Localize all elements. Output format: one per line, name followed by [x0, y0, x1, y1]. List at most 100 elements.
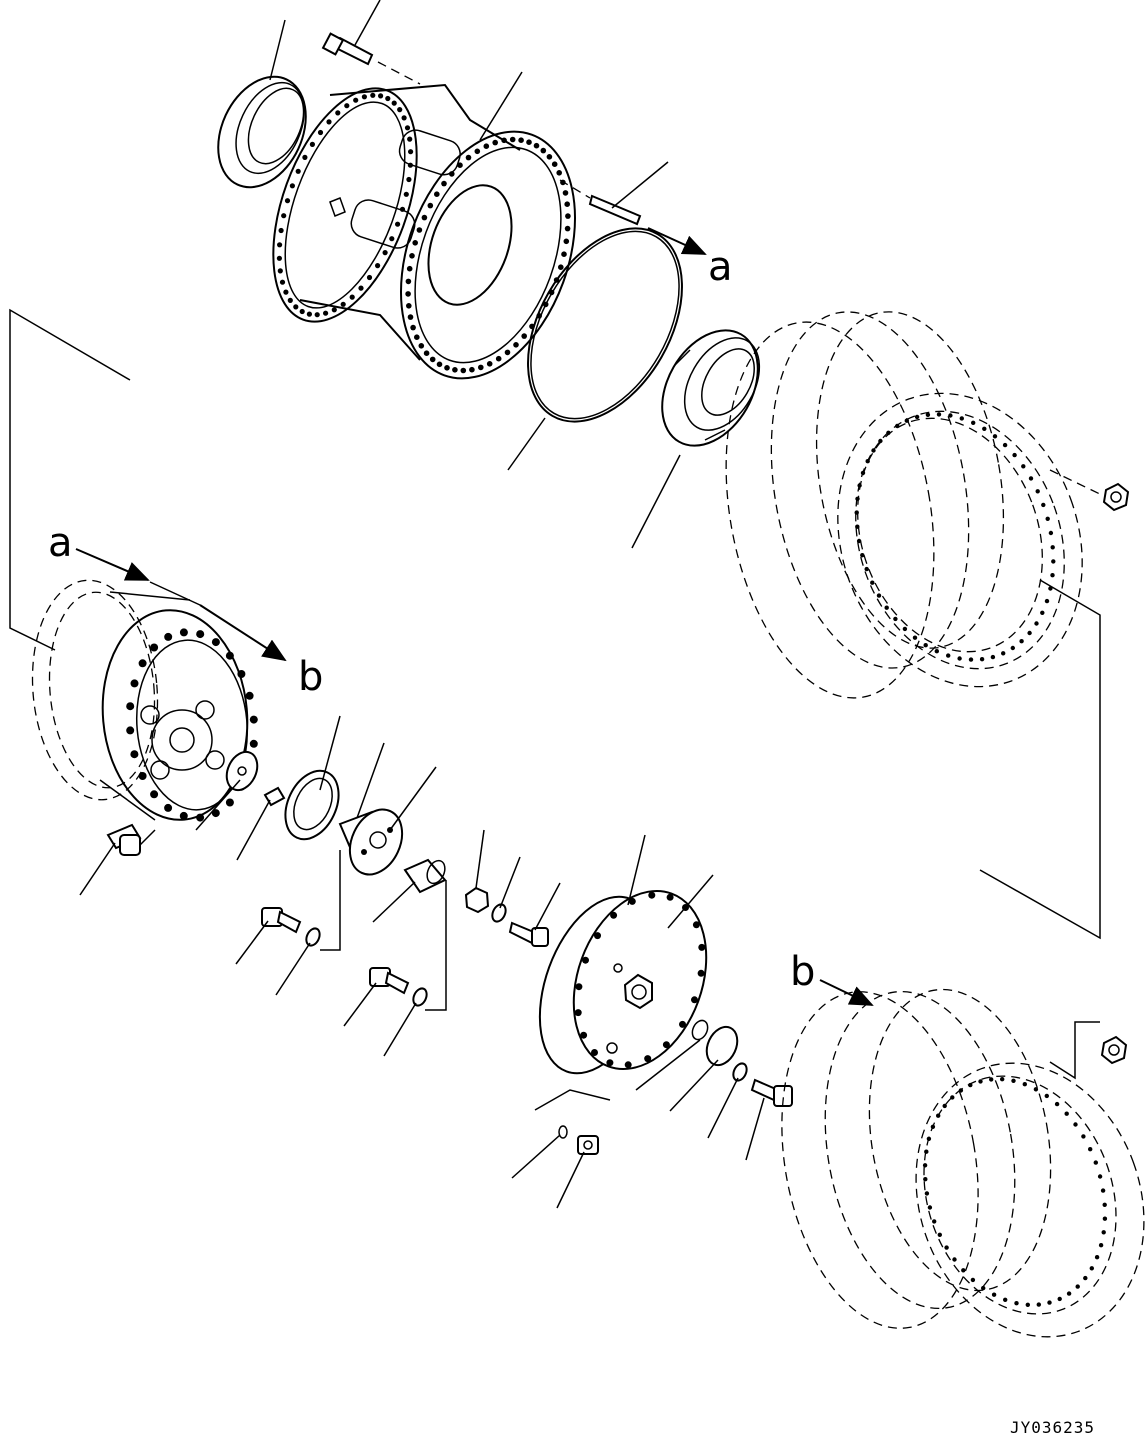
- bolt-hole: [302, 154, 308, 160]
- cover-tooth: [591, 1049, 598, 1056]
- rim-hole: [1001, 651, 1006, 656]
- rim-hole: [871, 448, 876, 453]
- bolt-hole: [389, 236, 395, 242]
- rim-hole: [1002, 442, 1008, 448]
- rim-hole: [946, 653, 951, 658]
- bolt-hole: [444, 365, 450, 371]
- rim-hole: [968, 657, 974, 662]
- bolt-hole: [407, 136, 413, 142]
- bolt-hole: [391, 100, 397, 106]
- sprocket-tooth: [150, 643, 159, 652]
- connector-lines: [9, 308, 1101, 1111]
- rim-hole: [1027, 630, 1032, 636]
- rim-hole: [1003, 1297, 1008, 1303]
- cover-tooth: [644, 1055, 652, 1063]
- cover-tooth: [697, 969, 705, 977]
- rim-hole: [1075, 1284, 1080, 1289]
- bolt-hole: [399, 206, 406, 212]
- bolt-hole: [276, 255, 282, 261]
- rim-hole: [968, 1082, 973, 1088]
- sprocket-tooth: [130, 679, 139, 688]
- rim-hole: [1050, 573, 1055, 578]
- rim-hole: [1019, 639, 1024, 644]
- rim-hole: [1011, 1078, 1016, 1084]
- bolt-hole: [287, 297, 293, 303]
- sprocket-tooth: [237, 670, 246, 678]
- bolt-hole: [375, 263, 381, 269]
- cover-tooth: [575, 983, 583, 991]
- bolt-hole: [335, 110, 341, 116]
- sprocket-tooth: [196, 813, 205, 822]
- rim-hole: [1101, 1230, 1106, 1235]
- bolt-hole: [449, 171, 455, 177]
- rim-hole: [1073, 1122, 1078, 1127]
- rim-hole: [860, 470, 866, 476]
- rim-hole: [1097, 1174, 1103, 1179]
- rim-hole: [1021, 464, 1026, 469]
- bolt-hole: [465, 154, 472, 161]
- bolt-hole: [331, 307, 337, 313]
- rim-hole: [1054, 1101, 1060, 1107]
- rim-hole: [1044, 1093, 1050, 1099]
- rim-hole: [970, 1277, 976, 1283]
- bolt-hole: [370, 92, 376, 98]
- rim-hole: [990, 654, 996, 660]
- bolt-hole: [283, 289, 289, 295]
- bolt-hole: [460, 367, 467, 374]
- sprocket-tooth: [164, 632, 173, 641]
- bolt-hole: [277, 242, 283, 248]
- sleeve: [403, 858, 447, 894]
- cover-tooth: [580, 1031, 588, 1039]
- bolt-hole: [492, 139, 499, 146]
- rim-hole: [1022, 1082, 1027, 1087]
- rim-hole: [854, 510, 859, 515]
- rim-hole: [1088, 1147, 1093, 1152]
- rim-hole: [1036, 1302, 1042, 1307]
- rim-hole: [982, 426, 987, 431]
- thrust-washer: [284, 769, 340, 841]
- cover-tooth: [624, 1061, 632, 1069]
- rim-hole: [856, 538, 862, 544]
- bolt-hole: [344, 103, 350, 109]
- end-cover: [538, 889, 708, 1075]
- rim-hole: [1012, 452, 1017, 458]
- rim-hole: [992, 434, 998, 439]
- sprocket-tooth: [211, 638, 220, 647]
- bolt-hole: [561, 251, 567, 257]
- sprocket-tooth: [164, 803, 173, 812]
- bolt-hole: [314, 312, 320, 318]
- sprocket-tooth: [225, 651, 234, 660]
- rim-hole: [1057, 1296, 1062, 1302]
- bolt-hole: [495, 355, 502, 362]
- rim-hole: [1047, 1300, 1052, 1305]
- o-ring-large: [527, 227, 683, 423]
- bolt-hole: [486, 361, 493, 367]
- rim-hole: [865, 459, 870, 464]
- bolt-hole: [358, 285, 364, 291]
- bolt-right: [750, 1078, 793, 1107]
- nut-center: [464, 886, 490, 914]
- rim-hole: [1034, 621, 1039, 626]
- cover-tooth: [698, 943, 706, 951]
- washer-right: [732, 1062, 748, 1082]
- sprocket-tooth: [150, 790, 159, 799]
- bolt-hole: [563, 238, 570, 245]
- bolt-left-drum: [106, 823, 156, 856]
- sprocket-tooth: [196, 630, 205, 639]
- rim-hole: [961, 1268, 966, 1273]
- rim-hole: [1050, 545, 1055, 550]
- rim-hole: [1014, 1301, 1019, 1306]
- bolt-hole: [423, 350, 430, 357]
- sprocket-tooth: [211, 809, 220, 818]
- bolt-hole: [421, 214, 428, 221]
- bolt-hole: [414, 334, 420, 341]
- bolt-hole: [469, 366, 475, 373]
- rim-hole: [1064, 1111, 1069, 1116]
- bolt-hole: [418, 343, 425, 349]
- bolt-hole: [405, 278, 412, 285]
- bolt-hole: [277, 268, 283, 274]
- cover-tooth: [610, 911, 618, 919]
- sprocket-tooth: [126, 726, 135, 735]
- flange-shaft: [338, 808, 404, 876]
- rim-hole: [1041, 502, 1046, 508]
